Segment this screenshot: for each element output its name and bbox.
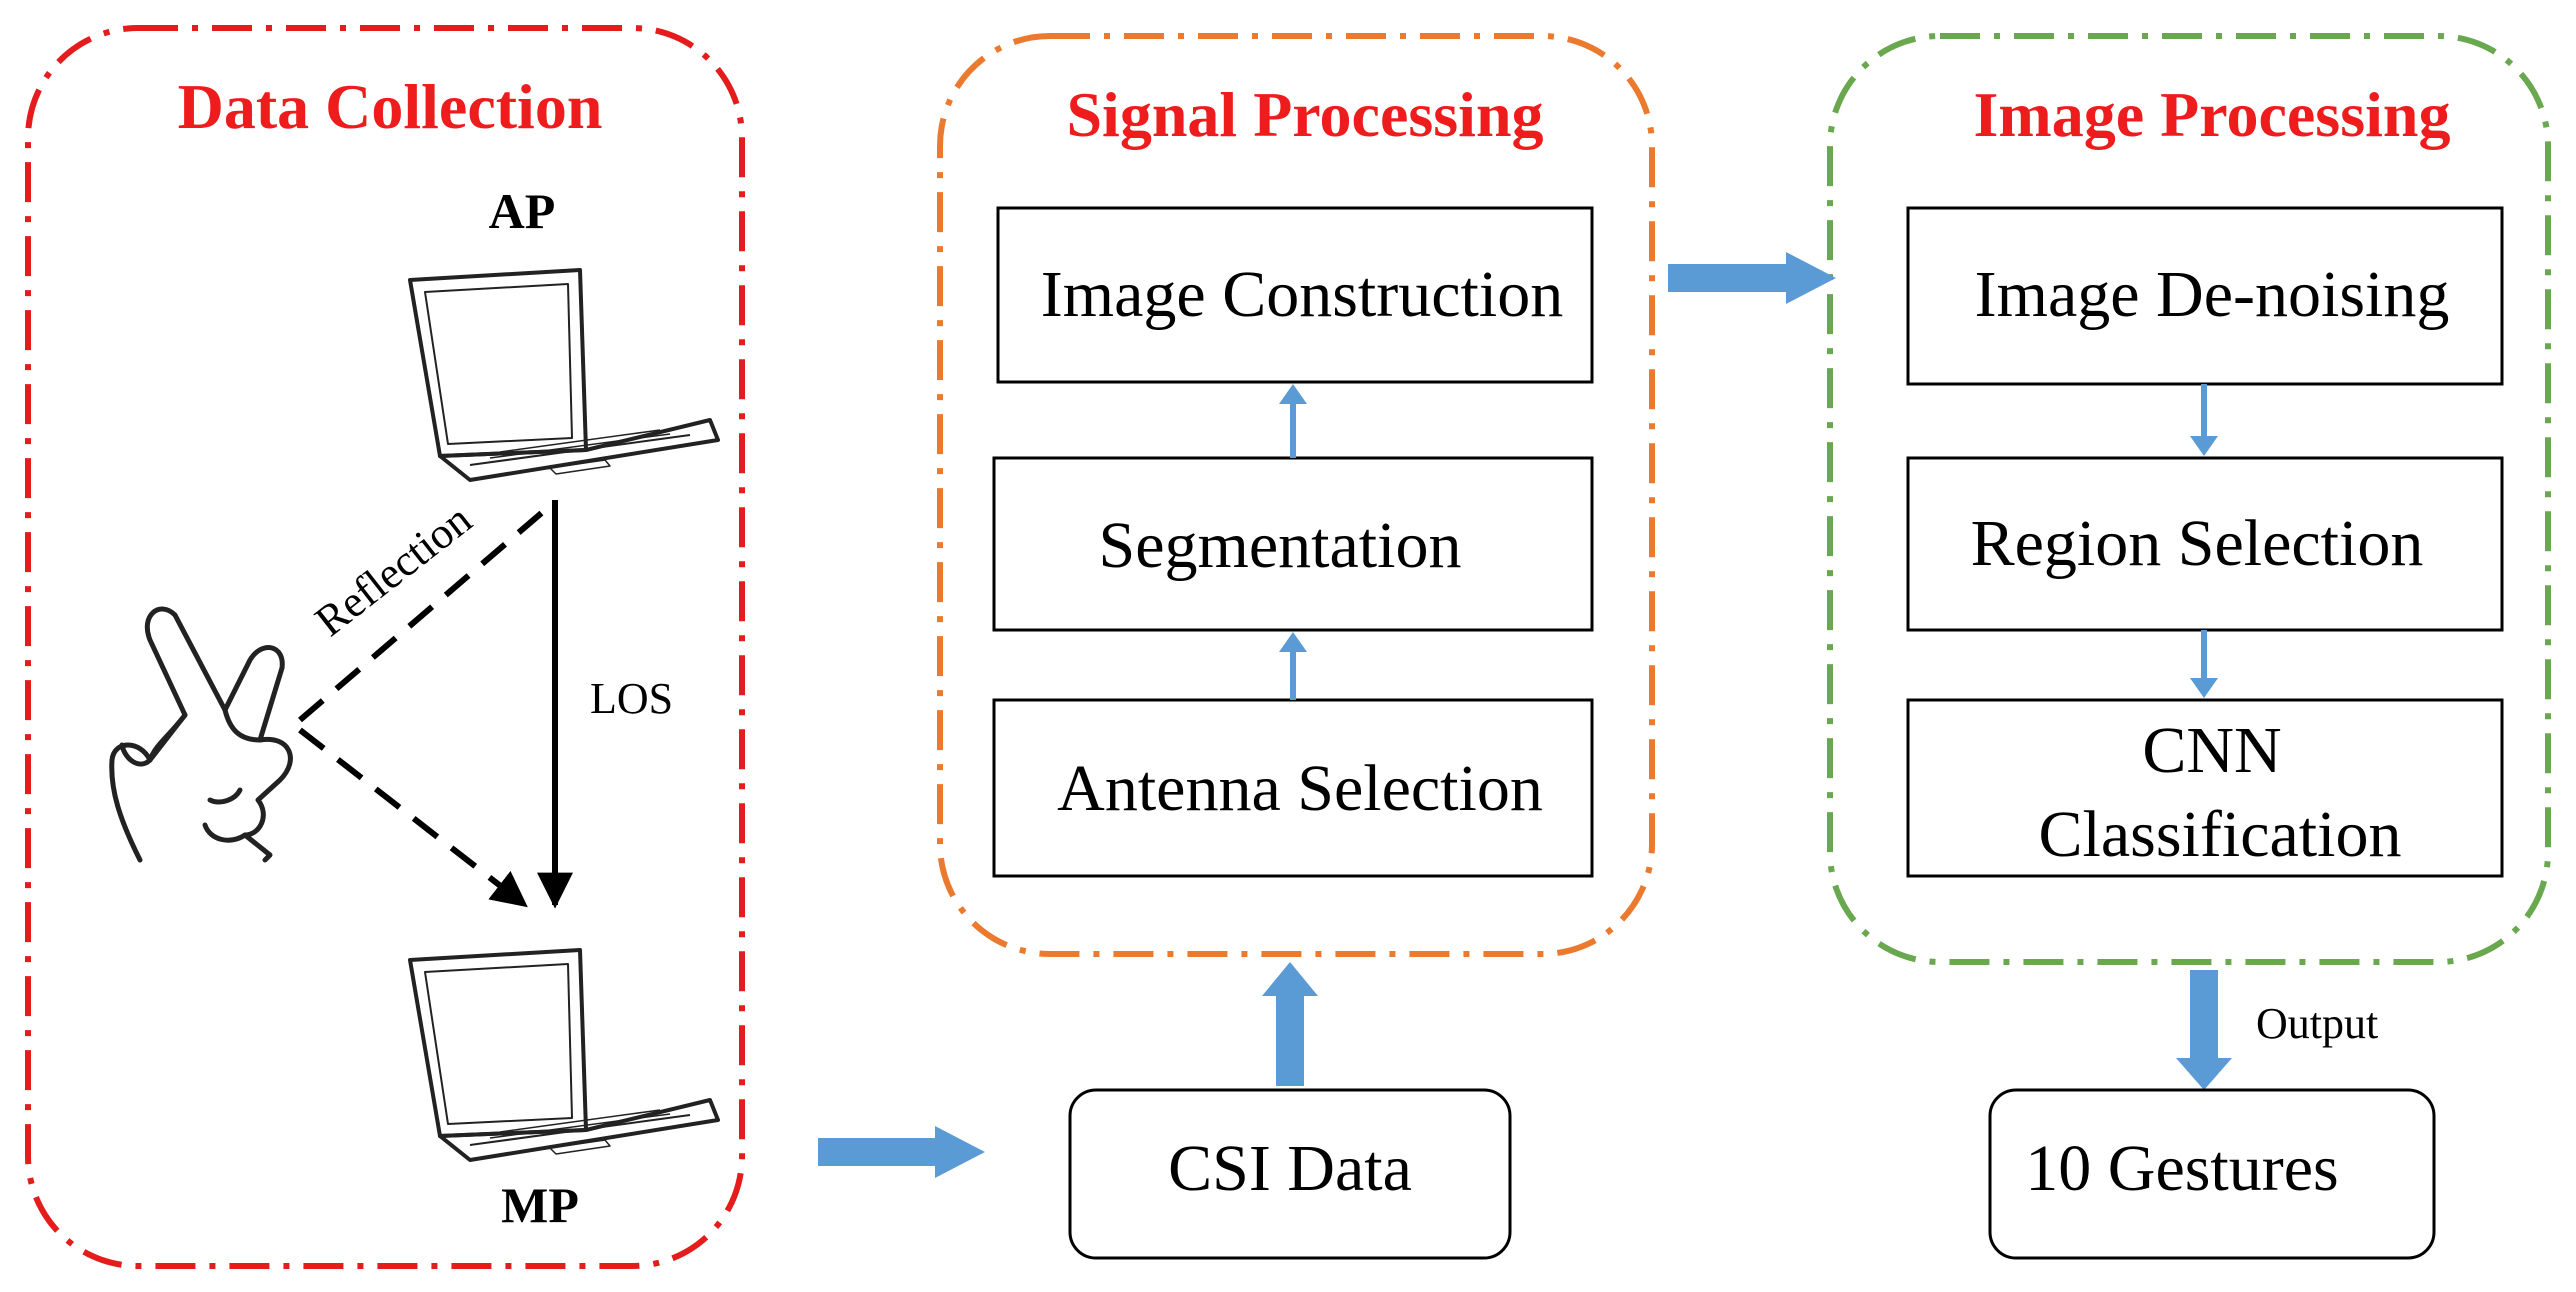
los-label: LOS — [590, 674, 673, 723]
arrow-antenna-to-segmentation — [1279, 632, 1307, 700]
antenna-selection-box — [992, 698, 1594, 878]
victory-hand-icon — [109, 606, 293, 863]
gestures-label: 10 Gestures — [2025, 1132, 2338, 1205]
image-construction-label: Image Construction — [1041, 258, 1563, 331]
region-selection-label: Region Selection — [1971, 507, 2424, 580]
data-collection-frame — [25, 25, 745, 1269]
antenna-selection-label: Antenna Selection — [1057, 752, 1543, 825]
csi-data-label: CSI Data — [1168, 1132, 1412, 1205]
cnn-classification-box — [1906, 698, 2504, 878]
arrow-to-output — [2176, 970, 2232, 1090]
mp-label: MP — [501, 1177, 579, 1233]
gestures-box — [1988, 1088, 2436, 1260]
arrow-to-csi — [818, 1126, 985, 1178]
signal-processing-title: Signal Processing — [1066, 79, 1543, 150]
reflection-arrow — [298, 727, 528, 908]
image-processing-frame — [1827, 33, 2551, 965]
signal-processing-frame — [937, 33, 1655, 957]
image-denoising-box — [1906, 206, 2504, 386]
segmentation-box — [992, 456, 1594, 632]
data-collection-title: Data Collection — [178, 71, 603, 142]
cnn-label-line2: Classification — [2039, 798, 2402, 871]
image-construction-box — [996, 206, 1594, 384]
arrow-denoising-to-region — [2190, 384, 2218, 456]
csi-data-box — [1068, 1088, 1512, 1260]
segmentation-label: Segmentation — [1099, 509, 1462, 582]
reflection-path — [298, 507, 547, 723]
output-label: Output — [2256, 999, 2378, 1048]
arrow-signal-to-image — [1668, 252, 1836, 304]
arrow-region-to-cnn — [2190, 630, 2218, 698]
image-processing-title: Image Processing — [1974, 79, 2451, 150]
arrow-csi-to-signal — [1262, 962, 1318, 1086]
region-selection-box — [1906, 456, 2504, 632]
cnn-label-line1: CNN — [2142, 714, 2281, 787]
laptop-icon — [408, 948, 720, 1162]
arrow-segmentation-to-construction — [1279, 384, 1307, 458]
reflection-label: Reflection — [306, 494, 481, 645]
ap-label: AP — [489, 183, 556, 239]
laptop-icon — [408, 268, 720, 482]
image-denoising-label: Image De-noising — [1975, 258, 2450, 331]
